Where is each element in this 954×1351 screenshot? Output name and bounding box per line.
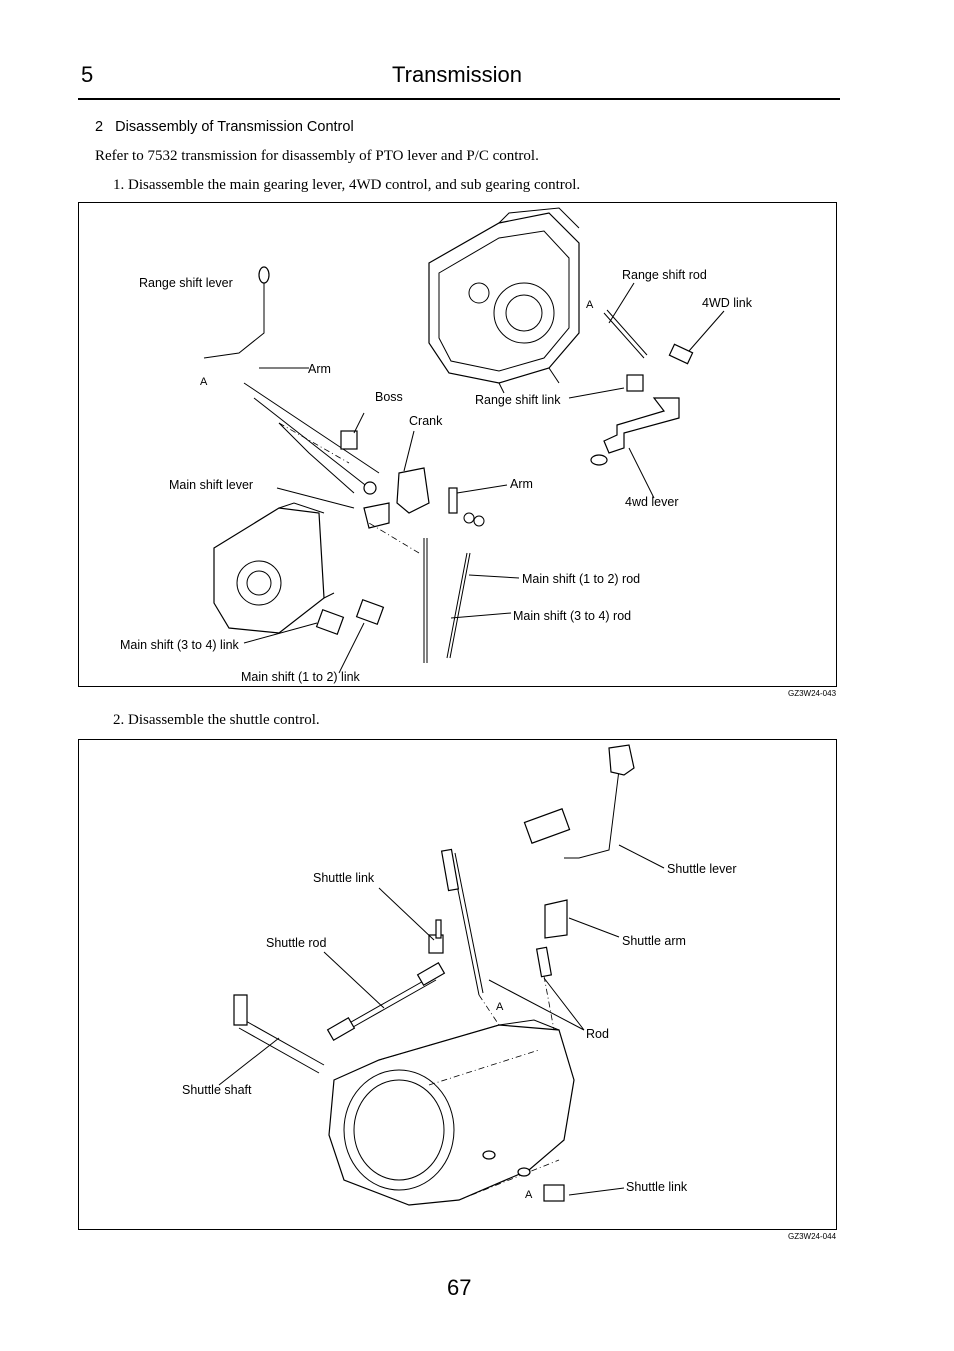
marker-a-upper: A — [496, 1001, 504, 1013]
label-main-shift-12-rod: Main shift (1 to 2) rod — [522, 572, 641, 586]
label-4wd-lever: 4wd lever — [625, 495, 679, 509]
page-number: 67 — [447, 1275, 472, 1300]
label-rod: Rod — [586, 1027, 609, 1041]
label-shuttle-rod: Shuttle rod — [266, 936, 327, 950]
label-shuttle-link-bottom: Shuttle link — [626, 1180, 688, 1194]
label-main-shift-34-rod: Main shift (3 to 4) rod — [513, 609, 632, 623]
label-shuttle-lever: Shuttle lever — [667, 862, 737, 876]
transmission-case-bottom — [213, 502, 335, 634]
figure-2-drawing — [218, 744, 665, 1206]
label-range-shift-lever: Range shift lever — [139, 276, 233, 290]
label-main-shift-lever: Main shift lever — [169, 478, 254, 492]
label-range-shift-rod: Range shift rod — [622, 268, 707, 282]
label-main-shift-12-link: Main shift (1 to 2) link — [241, 670, 360, 684]
figure-1-drawing — [203, 207, 725, 674]
marker-a-right: A — [586, 299, 594, 311]
figure-2-code: GZ3W24-044 — [788, 1232, 837, 1241]
step-2: 2. Disassemble the shuttle control. — [113, 712, 320, 728]
marker-a-lower: A — [525, 1189, 533, 1201]
label-shuttle-shaft: Shuttle shaft — [182, 1083, 252, 1097]
marker-a-left: A — [200, 376, 208, 388]
label-4wd-link: 4WD link — [702, 296, 753, 310]
figure-2-frame: Shuttle lever Shuttle link Shuttle arm S… — [78, 739, 837, 1230]
figure-1-frame: Range shift lever Arm Boss Crank Main sh… — [78, 202, 837, 687]
label-arm-mid: Arm — [510, 477, 533, 491]
intro-paragraph: Refer to 7532 transmission for disassemb… — [95, 148, 539, 164]
transmission-housing — [328, 1019, 575, 1206]
label-range-shift-link: Range shift link — [475, 393, 561, 407]
label-main-shift-34-link: Main shift (3 to 4) link — [120, 638, 239, 652]
label-boss: Boss — [375, 390, 403, 404]
chapter-title: Transmission — [392, 62, 522, 87]
header-rule — [78, 98, 840, 100]
step-1: 1. Disassemble the main gearing lever, 4… — [113, 177, 581, 193]
label-arm-top: Arm — [308, 362, 331, 376]
chapter-number: 5 — [81, 62, 94, 87]
section-title: 2 Disassembly of Transmission Control — [95, 119, 354, 135]
transmission-case-top — [428, 207, 580, 394]
label-crank: Crank — [409, 414, 443, 428]
label-shuttle-arm: Shuttle arm — [622, 934, 686, 948]
figure-1-code: GZ3W24-043 — [788, 689, 837, 698]
label-shuttle-link-top: Shuttle link — [313, 871, 375, 885]
